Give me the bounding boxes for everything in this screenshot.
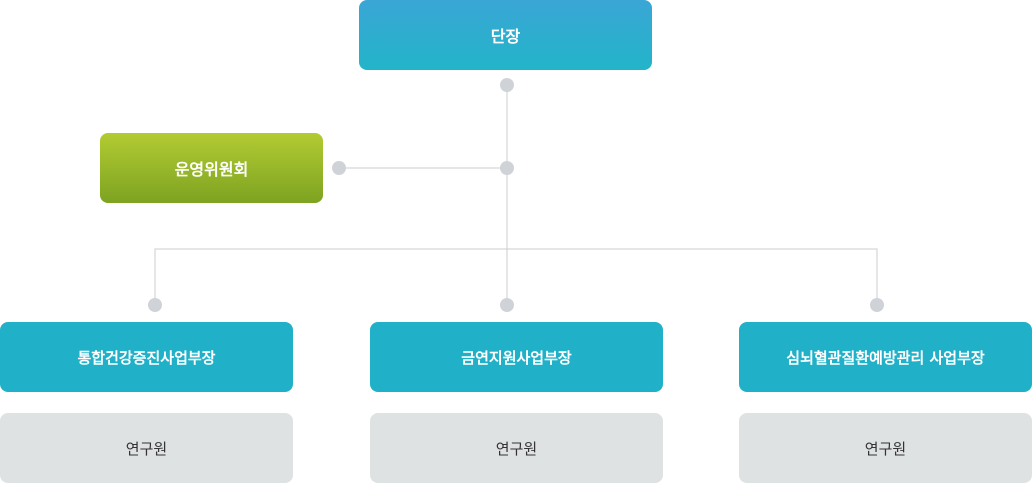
department-box-cardio-cerebrovascular: 심뇌혈관질환예방관리 사업부장	[739, 322, 1032, 392]
node-head	[500, 78, 514, 92]
node-committee	[332, 161, 346, 175]
committee-label: 운영위원회	[174, 160, 249, 179]
staff-label: 연구원	[864, 439, 907, 458]
committee-box: 운영위원회	[100, 133, 323, 203]
staff-box: 연구원	[0, 413, 293, 483]
connector-departments-bar	[154, 248, 878, 305]
node-dept-3	[870, 298, 884, 312]
head-box: 단장	[359, 0, 652, 70]
node-committee-junction	[500, 161, 514, 175]
staff-box: 연구원	[739, 413, 1032, 483]
staff-box: 연구원	[370, 413, 663, 483]
department-box-integrated-health: 통합건강증진사업부장	[0, 322, 293, 392]
department-label: 통합건강증진사업부장	[77, 348, 216, 367]
node-dept-1	[148, 298, 162, 312]
department-box-smoking-cessation: 금연지원사업부장	[370, 322, 663, 392]
node-dept-2	[500, 298, 514, 312]
department-label: 금연지원사업부장	[461, 348, 572, 367]
staff-label: 연구원	[495, 439, 538, 458]
head-label: 단장	[490, 27, 521, 46]
department-label: 심뇌혈관질환예방관리 사업부장	[786, 348, 985, 367]
staff-label: 연구원	[125, 439, 168, 458]
